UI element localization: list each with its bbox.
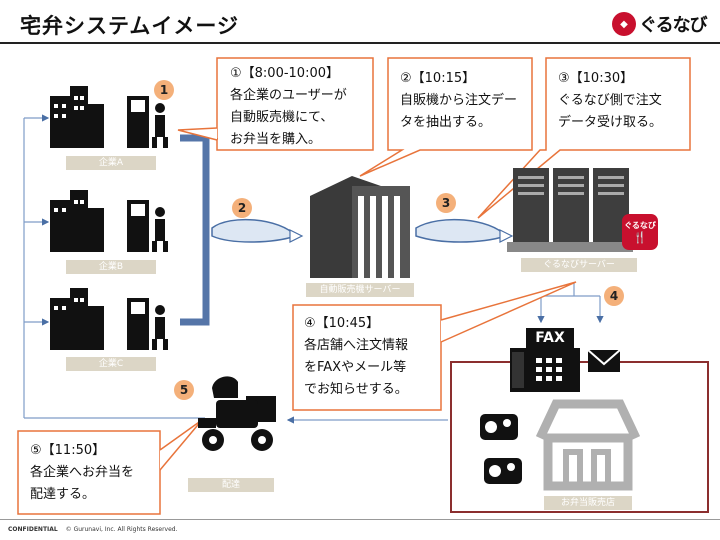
callout-step-4: ④【10:45】 各店舗へ注文情報 をFAXやメール等 でお知らせする。 xyxy=(304,316,409,397)
company-label: 企業B xyxy=(66,260,156,274)
gurunavi-server-label: ぐるなびサーバー xyxy=(521,258,637,272)
step-number-badge: 4 xyxy=(604,286,624,306)
step-number-badge: 3 xyxy=(436,193,456,213)
vending-machine-icon xyxy=(127,96,168,148)
delivery-label: 配達 xyxy=(188,478,274,492)
company-label: 企業C xyxy=(66,357,156,371)
vending-server-icon xyxy=(310,176,410,278)
callout-step-2: ②【10:15】 自販機から注文デー タを抽出する。 xyxy=(400,71,518,130)
cutlery-icon: 🍴 xyxy=(633,231,647,244)
shop-icon xyxy=(535,399,641,491)
callout-step-3: ③【10:30】 ぐるなび側で注文 データ受け取る。 xyxy=(558,71,663,130)
server-fork-line xyxy=(537,282,604,324)
copyright-text: © Gurunavi, Inc. All Rights Reserved. xyxy=(65,526,178,533)
gurunavi-server-icon xyxy=(507,168,633,252)
page-title: 宅弁システムイメージ xyxy=(20,14,239,38)
footer-divider xyxy=(0,519,720,520)
building-icon xyxy=(50,86,104,148)
callout-step-5: ⑤【11:50】 各企業へお弁当を 配達する。 xyxy=(30,443,135,502)
mail-icon xyxy=(587,349,621,372)
callout-1-tail xyxy=(177,127,218,141)
gurunavi-logo: ◆ ぐるなび xyxy=(612,10,712,38)
step-number-badge: 5 xyxy=(174,380,194,400)
callout-step-1: ①【8:00-10:00】 各企業のユーザーが 自動販売機にて、 お弁当を購入。 xyxy=(230,66,347,147)
logo-text: ぐるなび xyxy=(639,15,708,36)
building-icon xyxy=(50,288,104,350)
fax-machine-icon xyxy=(510,328,580,392)
footer: CONFIDENTIAL © Gurunavi, Inc. All Rights… xyxy=(8,526,178,533)
badge-text: ぐるなび xyxy=(624,221,656,230)
title-divider xyxy=(0,42,720,44)
vending-machine-icon xyxy=(127,200,168,252)
bento-icon xyxy=(484,458,522,484)
step-number-badge: 2 xyxy=(232,198,252,218)
swoosh-arrow-2 xyxy=(211,218,304,243)
vending-machine-icon xyxy=(127,298,168,350)
callout-shapes xyxy=(17,57,691,515)
swoosh-arrow-3 xyxy=(415,218,514,243)
shop-label: お弁当販売店 xyxy=(544,496,632,510)
logo-emblem-icon: ◆ xyxy=(612,12,636,36)
company-bracket-line xyxy=(23,114,205,419)
gurunavi-badge-icon: ぐるなび 🍴 xyxy=(622,214,658,250)
vending-server-label: 自動販売機サーバー xyxy=(306,283,414,297)
building-icon xyxy=(50,190,104,252)
confidential-label: CONFIDENTIAL xyxy=(8,526,58,533)
fax-label: FAX xyxy=(535,330,565,346)
vending-bracket xyxy=(180,134,210,326)
company-label: 企業A xyxy=(66,156,156,170)
bento-icon xyxy=(480,414,518,440)
step-number-badge: 1 xyxy=(154,80,174,100)
